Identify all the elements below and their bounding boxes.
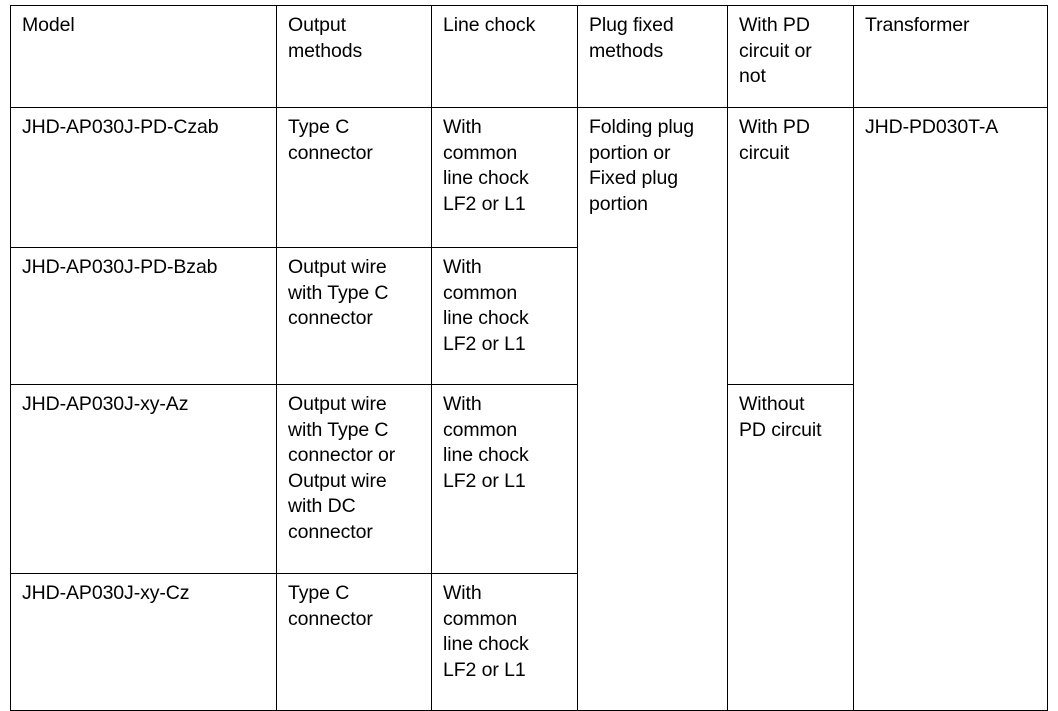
column-header-with-pd-circuit-or-not: With PD circuit or not xyxy=(727,5,854,108)
cell-model-value: JHD-AP030J-xy-Cz xyxy=(22,582,190,604)
cell-model: JHD-AP030J-PD-Czab xyxy=(10,107,277,248)
cell-with-pd-circuit-merged: With PD circuit xyxy=(727,107,854,385)
column-header-transformer-label: Transformer xyxy=(865,14,970,36)
cell-output-methods-value: Type C connector xyxy=(288,582,373,630)
cell-line-chock-value: With common line chock LF2 or L1 xyxy=(443,256,529,355)
column-header-line-chock: Line chock xyxy=(431,5,578,108)
cell-line-chock: With common line chock LF2 or L1 xyxy=(431,573,578,711)
cell-output-methods: Type C connector xyxy=(276,573,432,711)
cell-model: JHD-AP030J-xy-Az xyxy=(10,384,277,574)
cell-model-value: JHD-AP030J-xy-Az xyxy=(22,393,189,415)
column-header-model: Model xyxy=(10,5,277,108)
model-specification-table: Model Output methods Line chock Plug fix… xyxy=(10,5,1048,711)
cell-output-methods: Output wire with Type C connector or Out… xyxy=(276,384,432,574)
cell-plug-fixed-methods-merged: Folding plug portion or Fixed plug porti… xyxy=(577,107,728,711)
cell-output-methods: Type C connector xyxy=(276,107,432,248)
cell-line-chock-value: With common line chock LF2 or L1 xyxy=(443,116,529,215)
cell-without-pd-circuit-value: Without PD circuit xyxy=(739,393,822,441)
cell-model-value: JHD-AP030J-PD-Czab xyxy=(22,116,219,138)
cell-line-chock: With common line chock LF2 or L1 xyxy=(431,384,578,574)
cell-model: JHD-AP030J-PD-Bzab xyxy=(10,247,277,385)
column-header-plug-fixed-methods-label: Plug fixed methods xyxy=(589,14,674,62)
cell-without-pd-circuit-merged: Without PD circuit xyxy=(727,384,854,711)
cell-output-methods-value: Output wire with Type C connector xyxy=(288,256,389,329)
column-header-output-methods: Output methods xyxy=(276,5,432,108)
column-header-line-chock-label: Line chock xyxy=(443,14,536,36)
table-row: JHD-AP030J-xy-Az Output wire with Type C… xyxy=(10,384,1048,711)
table-header-row: Model Output methods Line chock Plug fix… xyxy=(10,5,1048,108)
cell-line-chock: With common line chock LF2 or L1 xyxy=(431,107,578,248)
page-root: Model Output methods Line chock Plug fix… xyxy=(10,5,1048,711)
column-header-transformer: Transformer xyxy=(853,5,1048,108)
table-row: JHD-AP030J-PD-Czab Type C connector With… xyxy=(10,107,1048,711)
cell-output-methods-value: Output wire with Type C connector or Out… xyxy=(288,393,396,543)
cell-plug-fixed-methods-value: Folding plug portion or Fixed plug porti… xyxy=(589,116,695,215)
column-header-with-pd-circuit-or-not-label: With PD circuit or not xyxy=(739,14,812,87)
cell-model-value: JHD-AP030J-PD-Bzab xyxy=(22,256,218,278)
cell-line-chock: With common line chock LF2 or L1 xyxy=(431,247,578,385)
column-header-plug-fixed-methods: Plug fixed methods xyxy=(577,5,728,108)
cell-output-methods: Output wire with Type C connector xyxy=(276,247,432,385)
cell-model: JHD-AP030J-xy-Cz xyxy=(10,573,277,711)
column-header-model-label: Model xyxy=(22,14,75,36)
table-row: JHD-AP030J-PD-Bzab Output wire with Type… xyxy=(10,247,1048,385)
cell-line-chock-value: With common line chock LF2 or L1 xyxy=(443,393,529,492)
cell-with-pd-circuit-value: With PD circuit xyxy=(739,116,810,164)
cell-transformer-merged: JHD-PD030T-A xyxy=(853,107,1048,711)
column-header-output-methods-label: Output methods xyxy=(288,14,363,62)
cell-line-chock-value: With common line chock LF2 or L1 xyxy=(443,582,529,681)
cell-transformer-value: JHD-PD030T-A xyxy=(865,116,999,138)
cell-output-methods-value: Type C connector xyxy=(288,116,373,164)
